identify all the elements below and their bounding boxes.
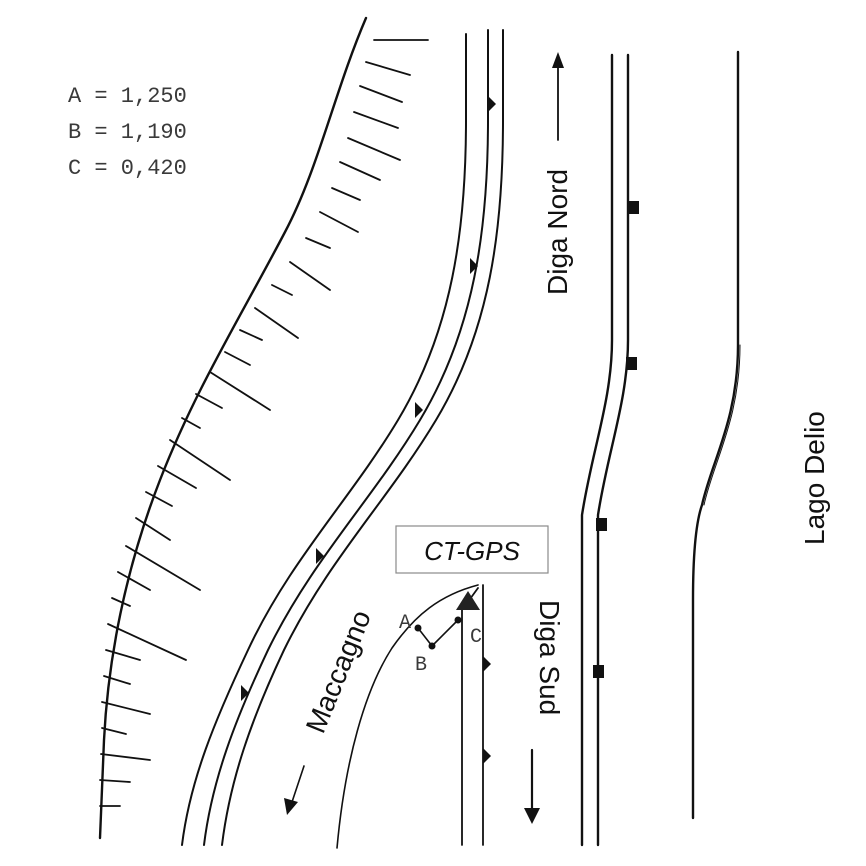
hachure-tick <box>339 161 381 181</box>
hachure-tick <box>100 753 151 761</box>
legend-a: A = 1,250 <box>68 84 187 109</box>
hachure-tick <box>169 439 231 481</box>
hachure-tick <box>305 237 331 249</box>
arrow-up-icon <box>552 52 564 68</box>
hachure-tick <box>347 137 401 161</box>
arrow-down-icon <box>524 808 540 824</box>
ct-gps-label: CT-GPS <box>424 536 520 566</box>
hachure-tick <box>117 571 151 591</box>
dam-post <box>596 518 607 531</box>
point-c-label: C <box>470 626 482 649</box>
gps-station-triangle <box>456 591 480 610</box>
hachure-tick <box>319 211 359 233</box>
slope-hachures <box>99 39 429 807</box>
arrow-down-left-icon <box>284 798 298 815</box>
hachure-tick <box>135 517 171 541</box>
hachure-tick <box>254 307 299 339</box>
label-maccagno: Maccagno <box>300 606 377 737</box>
main-road <box>181 29 504 846</box>
hachure-tick <box>359 85 403 103</box>
hachure-tick <box>111 597 131 607</box>
label-diga-nord: Diga Nord <box>542 169 573 295</box>
lake-shoreline <box>691 50 741 820</box>
hachure-tick <box>101 701 151 715</box>
hachure-tick <box>101 727 127 735</box>
point-b-marker <box>428 642 436 650</box>
hachure-tick <box>103 675 131 685</box>
slope-edge <box>98 16 429 840</box>
point-b-label: B <box>415 654 427 677</box>
dam-post <box>626 357 637 370</box>
direction-arrows <box>284 52 564 824</box>
hachure-tick <box>145 491 173 507</box>
ct-gps-box: CT-GPS <box>395 525 549 574</box>
hachure-tick <box>157 465 197 489</box>
branch-road <box>336 584 491 849</box>
legend-b: B = 1,190 <box>68 120 187 145</box>
point-a-label: A <box>399 612 411 635</box>
hachure-tick <box>271 284 293 296</box>
measurement-legend: A = 1,250 B = 1,190 C = 0,420 <box>68 84 187 181</box>
hachure-tick <box>195 393 223 409</box>
dam-post <box>593 665 604 678</box>
hachure-tick <box>224 351 251 366</box>
hachure-tick <box>289 261 331 291</box>
dam-post <box>628 201 639 214</box>
main-road-markers <box>241 96 496 701</box>
label-diga-sud: Diga Sud <box>534 600 565 715</box>
point-c-marker <box>454 616 462 624</box>
hachure-tick <box>181 417 201 429</box>
hachure-tick <box>105 649 141 661</box>
dam-structure <box>580 53 639 847</box>
label-lago-delio: Lago Delio <box>799 411 830 545</box>
hachure-tick <box>99 779 131 783</box>
hachure-tick <box>209 371 271 411</box>
legend-c: C = 0,420 <box>68 156 187 181</box>
hachure-tick <box>125 545 201 591</box>
hachure-tick <box>353 111 399 129</box>
hachure-tick <box>239 329 263 341</box>
point-a-marker <box>414 624 422 632</box>
hachure-tick <box>365 61 411 76</box>
hachure-tick <box>331 187 361 201</box>
hachure-tick <box>107 623 187 661</box>
